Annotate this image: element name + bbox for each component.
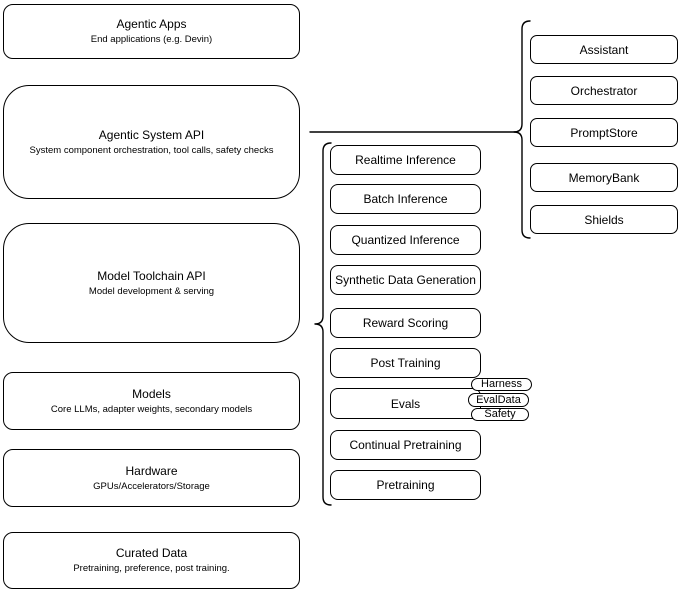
node-label: Assistant bbox=[579, 42, 629, 57]
node-label: Reward Scoring bbox=[362, 316, 449, 330]
node-pretraining: Pretraining bbox=[330, 470, 481, 500]
node-orchestrator: Orchestrator bbox=[530, 76, 678, 105]
tag-evaldata: EvalData bbox=[468, 393, 529, 407]
node-memorybank: MemoryBank bbox=[530, 163, 678, 192]
node-promptstore: PromptStore bbox=[530, 118, 678, 147]
node-post-training: Post Training bbox=[330, 348, 481, 378]
node-subtitle: End applications (e.g. Devin) bbox=[90, 34, 213, 45]
node-label: Post Training bbox=[370, 356, 441, 370]
node-synthetic-data-generation: Synthetic Data Generation bbox=[330, 265, 481, 295]
node-label: Shields bbox=[584, 212, 624, 227]
node-label: Quantized Inference bbox=[351, 233, 460, 247]
node-subtitle: Core LLMs, adapter weights, secondary mo… bbox=[50, 403, 253, 415]
node-label: Synthetic Data Generation bbox=[335, 273, 476, 287]
node-hardware: Hardware GPUs/Accelerators/Storage bbox=[3, 449, 300, 507]
node-subtitle: System component orchestration, tool cal… bbox=[29, 144, 274, 156]
node-evals: Evals bbox=[330, 388, 481, 419]
node-shields: Shields bbox=[530, 205, 678, 234]
node-models: Models Core LLMs, adapter weights, secon… bbox=[3, 372, 300, 430]
tag-harness: Harness bbox=[471, 378, 532, 391]
tag-safety: Safety bbox=[471, 408, 529, 421]
node-label: Orchestrator bbox=[570, 83, 638, 98]
node-continual-pretraining: Continual Pretraining bbox=[330, 430, 481, 460]
tag-label: EvalData bbox=[476, 393, 521, 406]
node-batch-inference: Batch Inference bbox=[330, 184, 481, 214]
node-title: Models bbox=[132, 386, 171, 401]
node-subtitle: Pretraining, preference, post training. bbox=[73, 563, 230, 574]
node-curated-data: Curated Data Pretraining, preference, po… bbox=[3, 532, 300, 589]
node-label: Batch Inference bbox=[363, 192, 448, 206]
tag-label: Harness bbox=[481, 378, 522, 390]
node-title: Curated Data bbox=[115, 546, 188, 560]
node-label: MemoryBank bbox=[568, 170, 640, 185]
components-brace-icon bbox=[513, 20, 531, 239]
node-assistant: Assistant bbox=[530, 35, 678, 64]
node-label: PromptStore bbox=[570, 125, 638, 140]
node-agentic-system-api: Agentic System API System component orch… bbox=[3, 85, 300, 199]
toolchain-brace-icon bbox=[314, 142, 332, 506]
node-label: Evals bbox=[390, 396, 421, 411]
node-label: Continual Pretraining bbox=[349, 438, 462, 452]
node-title: Model Toolchain API bbox=[97, 268, 206, 283]
node-model-toolchain-api: Model Toolchain API Model development & … bbox=[3, 223, 300, 343]
node-title: Agentic System API bbox=[98, 127, 205, 142]
node-label: Pretraining bbox=[376, 478, 435, 492]
node-agentic-apps: Agentic Apps End applications (e.g. Devi… bbox=[3, 4, 300, 59]
node-realtime-inference: Realtime Inference bbox=[330, 145, 481, 175]
node-subtitle: Model development & serving bbox=[88, 285, 215, 297]
node-subtitle: GPUs/Accelerators/Storage bbox=[93, 480, 210, 492]
node-label: Realtime Inference bbox=[355, 153, 456, 167]
node-title: Agentic Apps bbox=[116, 17, 187, 31]
tag-label: Safety bbox=[484, 408, 516, 420]
node-title: Hardware bbox=[125, 463, 178, 478]
node-reward-scoring: Reward Scoring bbox=[330, 308, 481, 338]
node-quantized-inference: Quantized Inference bbox=[330, 225, 481, 255]
